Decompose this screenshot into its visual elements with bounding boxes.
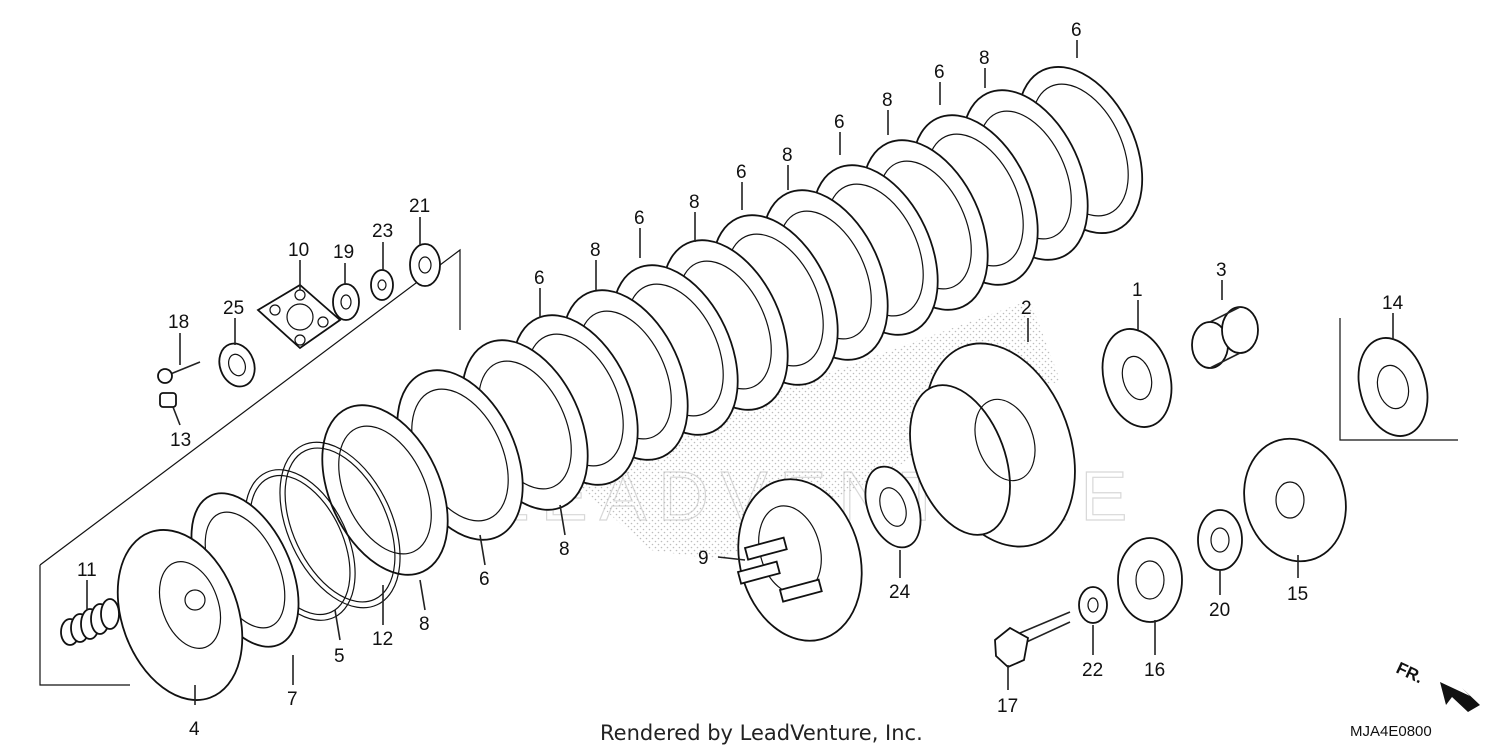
- bolt-18: [157, 361, 201, 384]
- group-bracket-left-top: [39, 248, 461, 566]
- callout-6f: 6: [534, 268, 545, 289]
- front-marker-text: FR.: [1393, 658, 1426, 687]
- callout-13: 13: [170, 430, 191, 451]
- callout-21: 21: [409, 196, 430, 217]
- callout-labels: 1 2 3 4 5 6 6 6 6 6 6 6 6 7 8 8 8 8 8 8 …: [77, 20, 1404, 740]
- callout-6a: 6: [1071, 20, 1082, 41]
- clutch-springs: [60, 598, 120, 646]
- callout-3: 3: [1216, 260, 1227, 281]
- callout-5: 5: [334, 646, 345, 667]
- collar: [1191, 306, 1259, 369]
- group-bracket-left: [39, 565, 130, 686]
- callout-8e: 8: [590, 240, 601, 261]
- lifter-plate: [256, 283, 342, 350]
- callout-6c: 6: [834, 112, 845, 133]
- nut: [332, 283, 360, 321]
- callout-22: 22: [1082, 660, 1103, 681]
- callout-1: 1: [1132, 280, 1143, 301]
- snap-ring-12: [279, 441, 401, 609]
- part-16: [1117, 537, 1183, 623]
- diagram-code: MJA4E0800: [1350, 723, 1432, 740]
- callout-17: 17: [997, 696, 1018, 717]
- callout-8d: 8: [689, 192, 700, 213]
- callout-6b: 6: [934, 62, 945, 83]
- callout-12: 12: [372, 629, 393, 650]
- clutch-plate: [321, 404, 449, 576]
- callout-24: 24: [889, 582, 911, 603]
- washer-22: [1078, 586, 1108, 624]
- callout-20: 20: [1209, 600, 1230, 621]
- callout-8f: 8: [559, 539, 570, 560]
- callout-18: 18: [168, 312, 189, 333]
- callout-4: 4: [189, 719, 200, 740]
- callout-25: 25: [223, 298, 244, 319]
- gear-15: [1243, 437, 1347, 563]
- callout-7: 7: [287, 689, 298, 710]
- rendered-by-credit: Rendered by LeadVenture, Inc.: [600, 721, 923, 745]
- clutch-disc-stack: [190, 66, 1144, 648]
- shaft-shading: [560, 300, 1060, 560]
- clutch-center: [736, 478, 863, 642]
- callout-14: 14: [1382, 293, 1404, 314]
- pressure-plate: [116, 529, 244, 701]
- callout-6d: 6: [736, 162, 747, 183]
- callout-23: 23: [372, 221, 393, 242]
- group-bracket-right: [1339, 318, 1458, 441]
- clutch-outer: [909, 342, 1076, 548]
- bolt-17: [994, 611, 1071, 669]
- washer-20: [1197, 509, 1243, 571]
- callout-8a: 8: [979, 48, 990, 69]
- callout-11: 11: [77, 560, 97, 581]
- callout-6g: 6: [479, 569, 490, 590]
- pin-13: [159, 392, 177, 408]
- callout-10: 10: [288, 240, 309, 261]
- drive-sprocket: [1101, 328, 1173, 428]
- callout-8g: 8: [419, 614, 430, 635]
- callout-leaders: [86, 40, 1394, 705]
- washer-21: [409, 243, 441, 287]
- callout-2: 2: [1021, 298, 1032, 319]
- callout-15: 15: [1287, 584, 1308, 605]
- gear-14: [1357, 337, 1429, 437]
- callout-8b: 8: [882, 90, 893, 111]
- callout-16: 16: [1144, 660, 1165, 681]
- washer-23: [370, 269, 394, 301]
- callout-6e: 6: [634, 208, 645, 229]
- bearing: [218, 342, 256, 388]
- callout-8c: 8: [782, 145, 793, 166]
- callout-19: 19: [333, 242, 354, 263]
- front-direction-arrow: FR.: [1393, 658, 1480, 712]
- thrust-washer: [864, 465, 922, 549]
- callout-9: 9: [698, 548, 709, 569]
